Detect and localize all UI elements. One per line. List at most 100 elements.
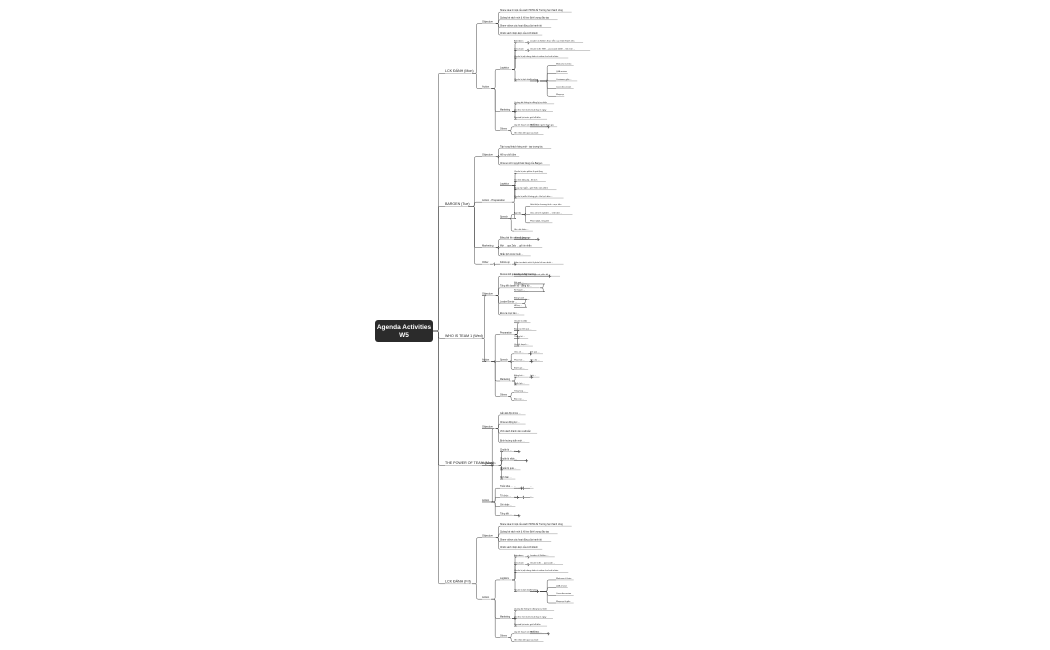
node-lck-danh-mon[interactable]: LCK ĐÁNH (Mon) [445,69,474,73]
node-ho-tro-chot-don[interactable]: Hỗ trợ chốt đơn [500,154,517,157]
node-others[interactable]: Others [500,635,508,638]
node-logistics[interactable]: Logistics [500,66,510,69]
node-nhac-lich[interactable]: Nhắc lịch ... [514,382,525,385]
node-case-discussion[interactable]: Case discussion [556,593,572,595]
node-customer-gifts[interactable]: Customer gifts ... [556,78,572,81]
node-attendees[interactable]: Attendees [514,554,523,557]
node-dang-bai-len-nhom-fanpage[interactable]: Đăng bài lên nhóm & fanpage [500,236,531,239]
node-action[interactable]: Action [482,498,490,502]
node-action[interactable]: Action [482,595,490,599]
node-node[interactable]: ... [514,459,516,461]
node-tong-ket-doanh-so-dong-bo[interactable]: Tổng kết doanh số - đồng bộ ... [500,285,532,288]
node-wrap-up[interactable]: Wrap-up [556,93,565,96]
node-node[interactable]: ... [530,486,532,488]
node-chia-se[interactable]: Chia sẻ ... [514,351,524,354]
node-bao-cao-ket-qua[interactable]: Báo cáo kết quả ... [514,327,532,330]
node-chien-sach-nhan-dien-cua-lck-danh[interactable]: Chiến sách nhận diện của LCK Đánh [500,546,539,549]
node-follow-up[interactable]: Follow up [500,262,511,264]
node-chuan-bi[interactable]: Chuẩn bị ... [500,448,512,451]
node-attendees[interactable]: Attendees [514,40,523,43]
node-objective[interactable]: Objective [482,425,493,429]
node-chia-se-ve-bi-quyet-ban-hang-cua-bargen[interactable]: Chia sẻ về bí quyết bán hàng của Bargen [500,162,543,165]
node-link[interactable]: Link ... [530,375,537,377]
node-tong-ket[interactable]: Tổng kết ... [500,513,512,516]
node-others[interactable]: Others [500,393,508,396]
node-share-idea-bi-mat-cua-sach-hdtd-de-truon[interactable]: Share idea bí mật của sách HDTĐ để Trườn… [500,9,564,12]
node-chuan-bi-kich-ban[interactable]: Chuẩn bị kịch bản [514,78,531,81]
node-node[interactable]: ... [514,495,516,497]
node-speech[interactable]: Speech [500,217,509,219]
root-node[interactable]: Agenda Activities W5 [375,320,433,342]
node-leaders-sellers-thuc-tien-cua-nhom-danh-[interactable]: Leaders & Sellers thực tiễn của nhóm Đán… [530,40,575,43]
node-dinh-huong-tuan-moi[interactable]: Định hướng tuần mới ... [500,439,525,442]
node-ghi-nhan[interactable]: Ghi nhận ... [500,504,512,506]
node-welcome-intro[interactable]: Welcome & Intro [556,63,572,66]
node-tap-trung-khach-hang-moi-tao-tuong-tac[interactable]: Tập trung khách hàng mới - tạo tương tác [500,145,544,148]
node-node[interactable]: ... [514,486,516,488]
node-node[interactable]: ... [514,449,516,451]
node-thong-ke[interactable]: Thống kê ... [514,335,525,338]
node-chuan-bi-noi-dung-slide-va-video-cho-buo[interactable]: Chuẩn bị nội dung slide và video cho buổ… [514,55,559,58]
node-lap-ke-hoach-xin-do-ho-tro[interactable]: Lập kế hoạch xin đồ hỗ trợ [514,631,539,634]
node-kiem-tra-danh-sach-phan-hoi-sau-buoi[interactable]: Kiểm tra danh sách & phản hồi sau buổi .… [514,261,554,264]
node-share-videos-cac-hoat-dong-cua-tranh-tai[interactable]: Share videos các hoạt động của tranh tài [500,24,542,27]
node-action[interactable]: Action [482,84,490,88]
node-chuan-bi-mau-bang-gia-len-kich-ban[interactable]: Chuẩn bị mẫu & bảng giá - lên kịch bản .… [514,195,553,198]
node-q-a-review[interactable]: Q&A review [556,70,567,73]
node-ke-hoach[interactable]: Kế hoạch ... [514,289,526,292]
node-nhac-nho[interactable]: Nhắc nhở ... [530,631,542,634]
node-action-preparation[interactable]: Action - Preparation [482,198,505,202]
node-action[interactable]: Action [482,357,490,361]
node-objective[interactable]: Objective [482,153,493,157]
node-ho-tro[interactable]: Hỗ trợ ... [514,304,523,307]
node-to-chuc[interactable]: Tổ chức ... [500,494,511,497]
node-logistics[interactable]: Logistics [500,577,510,580]
node-nhac-nho-nguoi-tham-gia[interactable]: Nhắc nhở người tham gia [530,124,555,127]
node-ghi-chu-them[interactable]: Ghi chú thêm ... [514,228,529,231]
node-quang-ba-thong-tin-dang-ky-su-kien[interactable]: Quảng bá thông tin đăng ký sự kiện [514,101,548,104]
node-objective[interactable]: Objective [482,19,493,23]
node-other[interactable]: Other [482,260,489,264]
node-marketing[interactable]: Marketing [500,615,511,618]
node-dua-ra-muc-tieu[interactable]: Đưa ra mục tiêu ... [500,312,519,315]
node-gan-ket-doi-nhom[interactable]: Gắn kết đội nhóm ... [500,412,521,415]
node-share-videos-cac-hoat-dong-cua-tranh-tai[interactable]: Share videos các hoạt động của tranh tài [500,538,542,541]
node-chuan-bi-id-888-passcode-2468-link-moi[interactable]: Chuẩn bị ID: 888 ... passcode 2468 ... l… [530,47,575,50]
node-preparation[interactable]: Preparation [482,461,496,465]
node-preparation[interactable]: Preparation [500,331,513,334]
node-who-is-team-1-wed[interactable]: WHO IS TEAM 1 (Wed) [445,334,483,338]
node-gioi-thieu-chuong-trinh-muc-tieu[interactable]: Giới thiệu chương trình - mục tiêu [530,203,562,206]
node-ket-qua[interactable]: Kết quả ... [514,281,524,284]
node-chuan-bi-slide[interactable]: Chuẩn bị slide [514,320,528,323]
node-others[interactable]: Others [500,128,508,131]
node-gui-thu-moi-truoc-buoi-hop-1-ngay[interactable]: Gửi thư mời trước buổi họp 1 ngày [514,108,547,111]
node-tong-hop[interactable]: Tổng hợp ... [514,390,526,393]
node-marketing[interactable]: Marketing [500,378,511,381]
node-bargen-tue[interactable]: BARGEN (Tue) [445,202,470,206]
node-bao-cao[interactable]: Báo cáo ... [514,398,524,400]
node-link-zoom[interactable]: Link Zoom [514,48,524,50]
node-objective[interactable]: Objective [482,291,493,295]
node-logistics[interactable]: Logistics [500,183,510,186]
node-vinh-danh-thanh-vien-xuat-sac[interactable]: Vinh danh thành viên xuất sắc [500,430,532,433]
node-chia-se-kinh-nghiem-chot-don[interactable]: Chia sẻ kinh nghiệm ... chốt đơn ... [530,211,563,214]
node-node[interactable]: ... [514,514,516,516]
node-ghi-nhan-ket-qua-sau-buoi[interactable]: Ghi nhận kết quả sau buổi [514,131,539,134]
node-marketing[interactable]: Marketing [482,244,494,248]
node-chuan-bi-noi-dung-slide-va-video-cho-buo[interactable]: Chuẩn bị nội dung slide và video cho buổ… [514,569,559,572]
node-agenda[interactable]: Agenda [514,211,522,214]
node-marketing[interactable]: Marketing [500,108,511,111]
node-timeline[interactable]: Timeline [530,589,539,591]
node-quang-ba-sach-moi-ho-tro-dinh-luong-dao-[interactable]: Quảng bá sách mới & hỗ trợ định lượng đà… [500,17,550,20]
node-ghi-nhan-ket-qua-sau-buoi[interactable]: Ghi nhận kết quả sau buổi [514,638,539,641]
node-objective[interactable]: Objective [482,534,493,538]
node-dong-hanh[interactable]: Đồng hành ... [514,296,527,299]
node-link-zoom[interactable]: Link Zoom [514,562,524,564]
node-chuan-bi-qua[interactable]: Chuẩn bị quà ... [500,467,517,470]
node-moi-qua-zalo-gui-tin-nhan[interactable]: Mời ... qua Zalo ... gửi tin nhắn [500,245,532,248]
node-leader-senior[interactable]: Leader/Senior ... [500,300,517,303]
node-chuan-bi-id-passcode[interactable]: Chuẩn bị ID ... passcode ... [530,561,555,564]
node-q-a-review[interactable]: Q&A review [556,585,567,588]
node-trien-khai[interactable]: Triển khai ... [500,485,513,488]
node-speech[interactable]: Speech [500,359,509,361]
